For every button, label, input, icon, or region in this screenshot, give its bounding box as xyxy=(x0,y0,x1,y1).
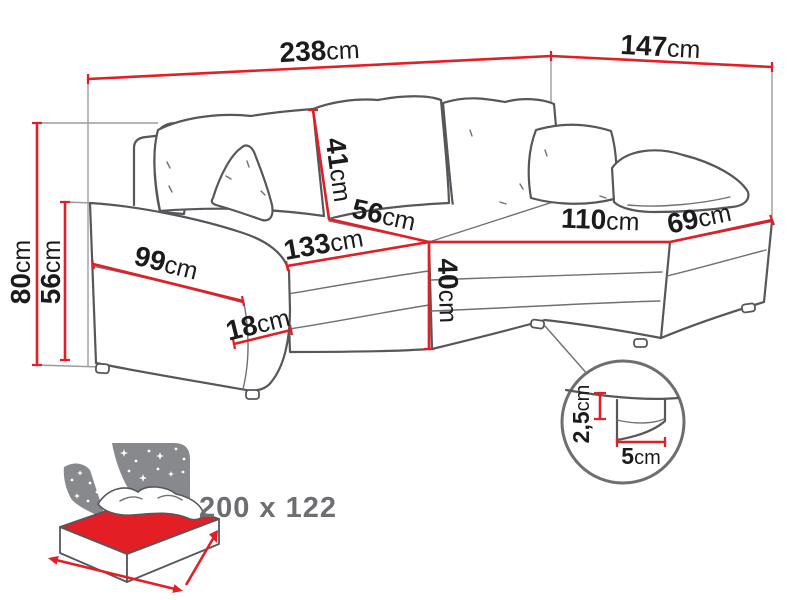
leg-detail xyxy=(544,325,686,485)
left-armrest xyxy=(88,201,292,393)
sleeping-area-label: 200 x 122 xyxy=(199,492,337,524)
label-chaise-width: 69cm xyxy=(664,196,734,240)
label-backrest-height: 41cm xyxy=(320,136,360,204)
extension-lines xyxy=(36,56,773,368)
pillow-decor xyxy=(210,144,274,222)
blanket xyxy=(97,486,204,521)
label-seat-height: 40cm xyxy=(432,258,465,324)
label-total-width: 238cm xyxy=(279,33,361,68)
base-chaise-face xyxy=(427,219,774,351)
label-total-depth: 147cm xyxy=(620,29,702,64)
label-chaise-length: 110cm xyxy=(561,203,641,237)
sofa-feet xyxy=(94,302,757,400)
dimension-labels: 238cm 147cm 80cm 56cm 99cm 18cm 133cm 56… xyxy=(5,29,734,469)
dimension-arrows xyxy=(48,530,218,593)
sleeping-area-icon xyxy=(48,443,220,593)
stitch-marks xyxy=(166,129,607,211)
label-armrest-height: 56cm xyxy=(35,240,66,304)
right-armrest xyxy=(610,149,750,214)
label-total-height: 80cm xyxy=(5,240,36,304)
dimension-lines xyxy=(32,51,776,447)
label-leg-width: 5cm xyxy=(621,443,660,469)
label-seat-depth: 56cm xyxy=(349,193,419,237)
fold-out-bed xyxy=(59,486,220,583)
pillow-chaise xyxy=(527,123,618,205)
sofa-illustration xyxy=(88,95,774,400)
night-sky-panel-left xyxy=(63,463,106,519)
label-leg-height: 2,5cm xyxy=(568,385,594,444)
back-cushion-2 xyxy=(311,95,451,221)
backrest-frame xyxy=(132,132,174,207)
dimension-ticks xyxy=(32,51,776,447)
label-armrest-length: 99cm xyxy=(131,240,201,286)
